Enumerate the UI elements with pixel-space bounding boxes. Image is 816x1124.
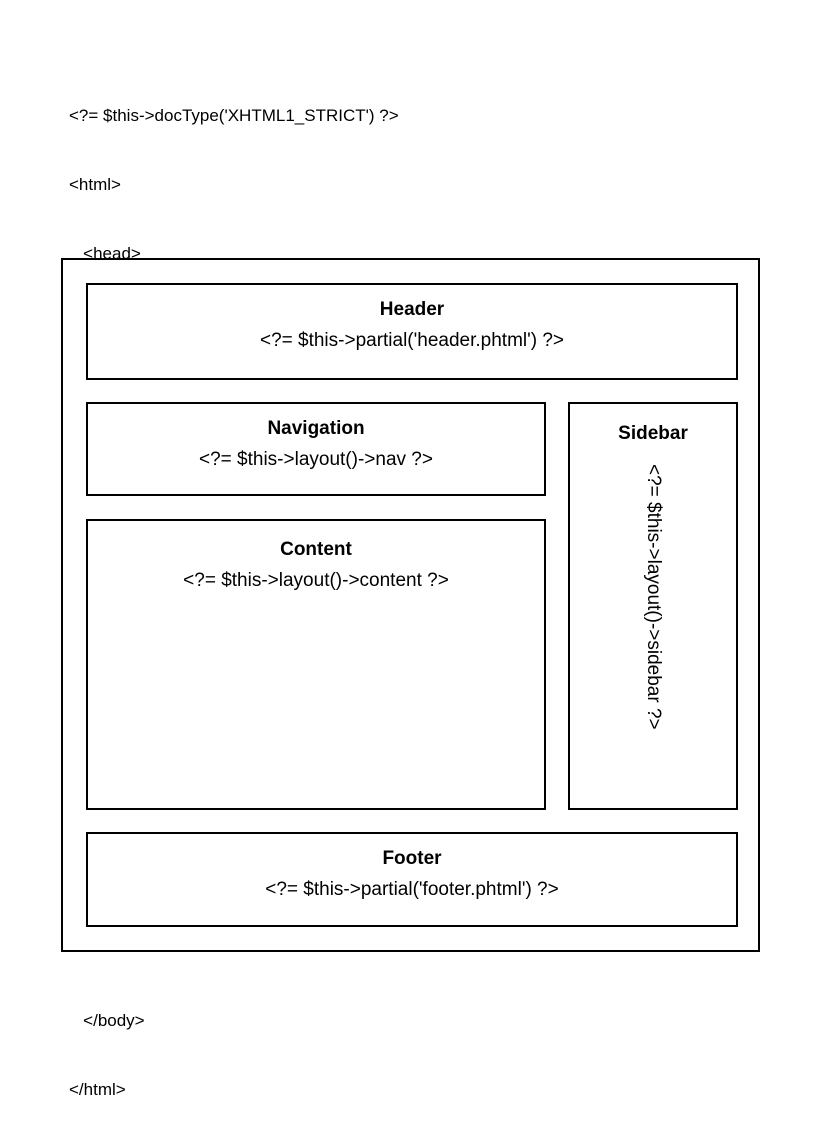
region-navigation-title: Navigation [267,418,365,439]
region-header: Header <?= $this->partial('header.phtml'… [86,283,738,380]
region-footer-code: <?= $this->partial('footer.phtml') ?> [265,879,559,900]
region-sidebar: Sidebar <?= $this->layout()->sidebar ?> [568,402,738,810]
code-line: <?= $this->docType('XHTML1_STRICT') ?> [69,106,399,125]
region-footer-title: Footer [382,848,442,869]
region-sidebar-code-wrapper: <?= $this->layout()->sidebar ?> [570,464,736,794]
region-sidebar-code: <?= $this->layout()->sidebar ?> [643,464,664,730]
region-sidebar-title: Sidebar [618,423,688,444]
region-content-code: <?= $this->layout()->content ?> [183,570,449,591]
code-line: <html> [69,175,121,194]
code-block-bottom: </body> </html> [69,963,145,1124]
body-layout-box: Header <?= $this->partial('header.phtml'… [61,258,760,952]
code-line: </html> [69,1080,126,1099]
page-root: { "code_top": [ "<?= $this->docType('XHT… [61,106,760,1099]
region-footer: Footer <?= $this->partial('footer.phtml'… [86,832,738,927]
region-header-code: <?= $this->partial('header.phtml') ?> [259,330,565,351]
code-line: </body> [69,1011,145,1030]
region-navigation: Navigation <?= $this->layout()->nav ?> [86,402,546,496]
region-navigation-code: <?= $this->layout()->nav ?> [199,449,433,470]
region-content: Content <?= $this->layout()->content ?> [86,519,546,810]
region-content-title: Content [280,539,352,560]
region-header-title: Header [379,299,445,320]
